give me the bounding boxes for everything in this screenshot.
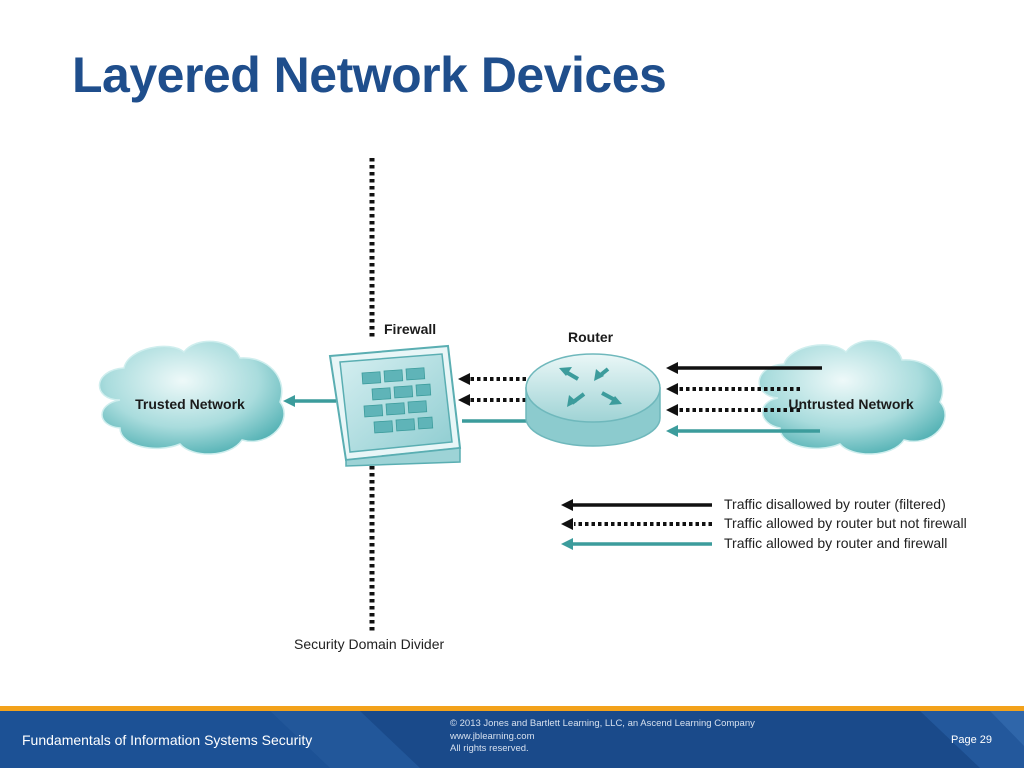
untrusted-network-label: Untrusted Network bbox=[788, 396, 913, 412]
divider-label: Security Domain Divider bbox=[294, 636, 444, 652]
legend-item-label: Traffic allowed by router and firewall bbox=[724, 535, 947, 551]
traffic-arrow-to-trusted bbox=[283, 395, 336, 407]
trusted-network-cloud bbox=[98, 340, 285, 455]
footer-copyright: © 2013 Jones and Bartlett Learning, LLC,… bbox=[450, 718, 755, 756]
router-icon bbox=[525, 353, 661, 447]
traffic-arrow-router-allowed-1 bbox=[666, 383, 800, 395]
page-number: Page 29 bbox=[951, 734, 992, 746]
footer-course-title: Fundamentals of Information Systems Secu… bbox=[22, 732, 313, 748]
legend-swatch-solid-black bbox=[561, 499, 712, 511]
footer-decoration bbox=[0, 711, 1024, 768]
copyright-line: © 2013 Jones and Bartlett Learning, LLC,… bbox=[450, 718, 755, 729]
firewall-label: Firewall bbox=[384, 321, 436, 337]
slide-footer: Fundamentals of Information Systems Secu… bbox=[0, 706, 1024, 768]
footer-accent-stripe bbox=[0, 706, 1024, 711]
router-label: Router bbox=[568, 329, 614, 345]
legend-swatch-dotted-black bbox=[561, 518, 712, 530]
traffic-arrow-firewall-blocked-1 bbox=[458, 373, 526, 385]
legend: Traffic disallowed by router (filtered) … bbox=[561, 496, 967, 551]
rights-line: All rights reserved. bbox=[450, 743, 529, 754]
publisher-url: www.jblearning.com bbox=[450, 730, 535, 742]
slide-title: Layered Network Devices bbox=[72, 47, 667, 103]
trusted-network-label: Trusted Network bbox=[135, 396, 245, 412]
traffic-arrow-disallowed bbox=[666, 362, 822, 374]
firewall-icon bbox=[328, 344, 462, 467]
legend-item-label: Traffic allowed by router but not firewa… bbox=[724, 515, 967, 531]
traffic-arrow-firewall-blocked-2 bbox=[458, 394, 526, 406]
legend-item-label: Traffic disallowed by router (filtered) bbox=[724, 496, 946, 512]
traffic-arrow-router-allowed-2 bbox=[666, 404, 800, 416]
legend-swatch-solid-teal bbox=[561, 538, 712, 550]
network-diagram: Security Domain Divider Trusted Network … bbox=[98, 158, 967, 652]
traffic-arrow-fully-allowed-in bbox=[666, 425, 820, 437]
